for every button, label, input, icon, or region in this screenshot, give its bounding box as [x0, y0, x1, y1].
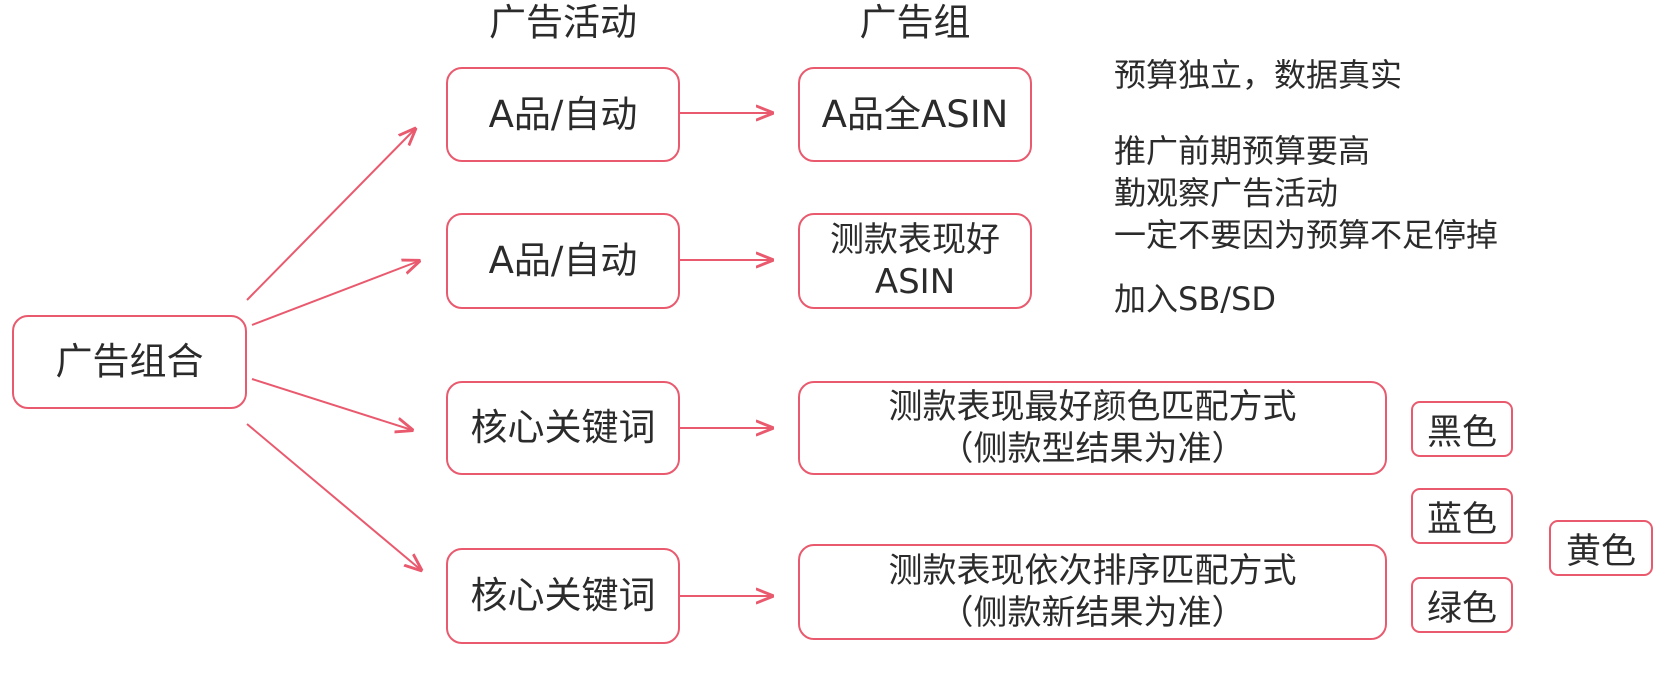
adgroup-node-1: A品全ASIN	[798, 67, 1032, 162]
note-independent-budget: 预算独立，数据真实	[1114, 56, 1403, 94]
adgroup-line1: 测款表现好	[830, 220, 1000, 260]
campaign-node-4: 核心关键词	[446, 548, 680, 644]
campaign-label: 核心关键词	[470, 574, 656, 617]
arrow-root-to-campaign-4	[246, 423, 421, 570]
note-watch-campaigns: 勤观察广告活动	[1114, 174, 1339, 212]
color-tag-black: 黑色	[1411, 401, 1513, 457]
color-tag-green: 绿色	[1411, 577, 1513, 633]
campaign-label: 核心关键词	[470, 406, 656, 449]
adgroup-line1: 测款表现依次排序匹配方式	[888, 551, 1297, 591]
adgroup-line2: （侧款新结果为准）	[939, 593, 1246, 633]
campaign-node-2: A品/自动	[446, 213, 680, 309]
adgroup-line2: （侧款型结果为准）	[939, 429, 1246, 469]
campaign-node-1: A品/自动	[446, 67, 680, 162]
adgroup-node-2: 测款表现好 ASIN	[798, 213, 1032, 309]
header-campaign: 广告活动	[489, 1, 637, 44]
arrow-root-to-campaign-2	[251, 261, 419, 326]
adgroup-node-3: 测款表现最好颜色匹配方式 （侧款型结果为准）	[798, 381, 1387, 475]
arrow-root-to-campaign-1	[246, 129, 415, 301]
note-high-early-budget: 推广前期预算要高	[1114, 132, 1371, 170]
campaign-label: A品/自动	[488, 92, 638, 136]
note-dont-stop: 一定不要因为预算不足停掉	[1114, 216, 1499, 254]
color-tag-yellow: 黄色	[1549, 520, 1653, 576]
color-label: 黄色	[1565, 531, 1636, 572]
root-label: 广告组合	[55, 340, 204, 383]
adgroup-line2: ASIN	[874, 262, 956, 302]
adgroup-line1: A品全ASIN	[821, 92, 1009, 136]
color-label: 绿色	[1426, 588, 1497, 629]
note-add-sb-sd: 加入SB/SD	[1114, 280, 1277, 318]
adgroup-node-4: 测款表现依次排序匹配方式 （侧款新结果为准）	[798, 544, 1387, 640]
adgroup-line1: 测款表现最好颜色匹配方式	[888, 387, 1297, 427]
color-label: 蓝色	[1426, 499, 1497, 540]
color-label: 黑色	[1426, 412, 1497, 453]
color-tag-blue: 蓝色	[1411, 488, 1513, 544]
arrow-root-to-campaign-3	[251, 378, 412, 430]
campaign-label: A品/自动	[488, 239, 638, 282]
root-node-ad-portfolio: 广告组合	[12, 315, 247, 409]
campaign-node-3: 核心关键词	[446, 381, 680, 475]
header-adgroup: 广告组	[859, 1, 971, 44]
